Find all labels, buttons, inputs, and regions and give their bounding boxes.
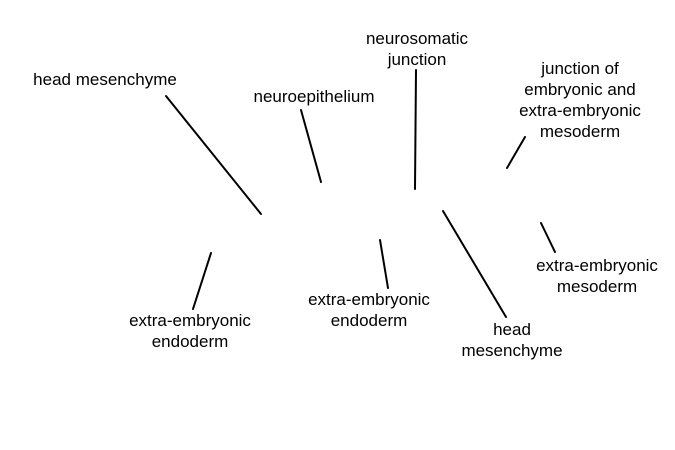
leader-line-extra-embryonic-meso [540,222,556,253]
label-neurosomatic-junction: neurosomatic junction [365,29,469,69]
label-head-mesenchyme-left: head mesenchyme [33,70,177,89]
leader-line-neurosomatic-junction [414,69,417,190]
leader-line-junction-embryonic [506,136,526,169]
label-head-mesenchyme-right: head mesenchyme [461,320,563,360]
leader-line-extra-endoderm-left [192,252,212,310]
label-extra-embryonic-endoderm-left: extra-embryonic endoderm [129,311,251,351]
label-neuroepithelium: neuroepithelium [253,87,375,106]
leader-line-head-mesenchyme-left [165,95,262,215]
leader-line-head-mesenchyme-right [442,210,507,318]
label-junction-embryonic-extra-embryonic-mesoderm: junction of embryonic and extra-embryoni… [519,59,641,141]
leader-line-extra-endoderm-mid [379,239,389,289]
label-extra-embryonic-endoderm-middle: extra-embryonic endoderm [308,290,430,330]
label-extra-embryonic-mesoderm: extra-embryonic mesoderm [536,256,658,296]
leader-line-neuroepithelium [300,109,322,183]
